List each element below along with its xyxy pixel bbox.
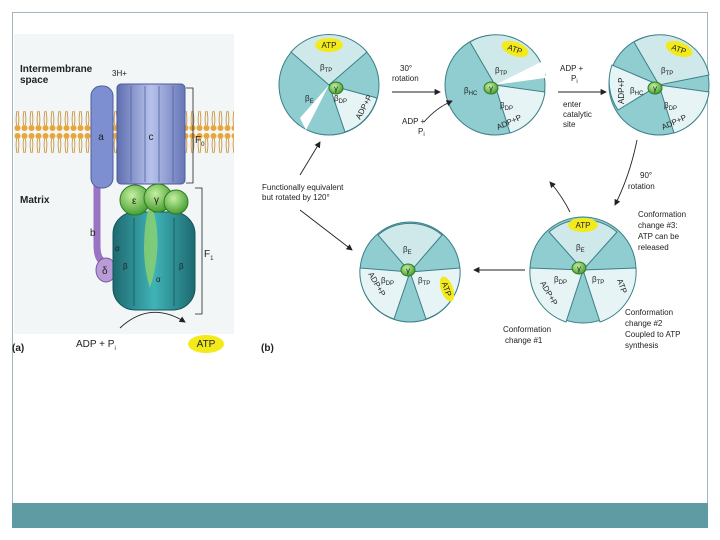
f1-state-3: ATP βTP βHC βDP ADP+P ADP+P γ (608, 34, 710, 136)
adp-pi-label: ADP + Pi (76, 339, 116, 352)
svg-text:βTP: βTP (495, 66, 507, 77)
svg-text:γ: γ (334, 84, 338, 93)
arrow-equivalent-up (299, 141, 321, 176)
synthesis-arrow (119, 311, 186, 329)
arrow-adp-in (423, 100, 453, 123)
svg-text:βHC: βHC (464, 86, 478, 97)
f0-label: F0 (195, 135, 205, 148)
svg-text:synthesis: synthesis (625, 341, 658, 350)
f1-label: F1 (204, 249, 214, 262)
svg-text:released: released (638, 243, 669, 252)
label-gamma: γ (154, 195, 159, 206)
f1-state-2: ATP βTP βHC βDP ADP+P γ (444, 34, 546, 136)
svg-text:Pi: Pi (571, 74, 578, 85)
adp-in-label: ADP + (402, 117, 426, 126)
intermembrane-label: Intermembrane (20, 64, 93, 75)
a-subunit (90, 85, 114, 189)
label-c: c (149, 132, 154, 143)
atp-product-label: ATP (197, 339, 216, 350)
panel-b-label: (b) (261, 343, 274, 354)
panel-a-label: (a) (12, 343, 24, 354)
svg-text:ATP can be: ATP can be (638, 232, 680, 241)
svg-text:βE: βE (403, 245, 412, 256)
label-beta-2: β (179, 262, 184, 271)
label-alpha-1: α (115, 244, 120, 253)
svg-text:Coupled to ATP: Coupled to ATP (625, 330, 680, 339)
label-a: a (98, 132, 104, 143)
svg-text:catalytic: catalytic (563, 110, 592, 119)
svg-text:βDP: βDP (554, 275, 567, 286)
svg-text:βDP: βDP (664, 101, 677, 112)
svg-text:βE: βE (576, 243, 585, 254)
intermembrane-label-2: space (20, 75, 49, 86)
svg-text:βE: βE (305, 94, 314, 105)
svg-text:but rotated by 120°: but rotated by 120° (262, 193, 330, 202)
arrow-equivalent-down (299, 209, 353, 251)
matrix-label: Matrix (20, 195, 50, 206)
label-b: b (90, 228, 96, 239)
svg-text:γ: γ (577, 264, 581, 273)
arrow-atp-release (549, 181, 571, 213)
svg-text:βTP: βTP (592, 275, 604, 286)
svg-text:rotation: rotation (628, 182, 655, 191)
f1-state-5: βE βDP βTP ADP+P ATP γ (359, 221, 461, 323)
adp-enter-label: ADP + (560, 64, 584, 73)
panel-a: Intermembrane space Matrix 3H+ a c b δ ε… (12, 34, 234, 354)
label-alpha-2: α (156, 275, 161, 284)
svg-text:γ: γ (489, 84, 493, 93)
svg-text:γ: γ (406, 266, 410, 275)
state4-atp: ATP (576, 221, 591, 230)
svg-text:βDP: βDP (334, 94, 347, 105)
svg-text:ADP+P: ADP+P (617, 78, 626, 104)
svg-text:βTP: βTP (418, 276, 430, 287)
svg-text:change #2: change #2 (625, 319, 663, 328)
arrow-rotation-90 (614, 139, 638, 206)
svg-text:rotation: rotation (392, 74, 419, 83)
panel-b: (b) ATP βTP βE βDP ADP+P γ ATP βTP βHC (261, 34, 710, 354)
svg-text:βHC: βHC (630, 86, 644, 97)
label-beta-1: β (123, 262, 128, 271)
c-ring (116, 83, 186, 185)
svg-text:change #3:: change #3: (638, 221, 678, 230)
conformation-2-label: Conformation (625, 308, 673, 317)
functionally-equivalent-label: Functionally equivalent (262, 183, 344, 192)
conformation-3-label: Conformation (638, 210, 686, 219)
label-delta: δ (102, 266, 108, 277)
protons-label: 3H+ (112, 69, 127, 78)
rotation-90-label: 90° (640, 171, 652, 180)
atp-product (188, 335, 224, 353)
conformation-1-label: Conformation (503, 325, 551, 334)
label-epsilon: ε (132, 196, 137, 207)
svg-text:site: site (563, 120, 576, 129)
state1-atp: ATP (322, 41, 337, 50)
gamma-shaft (144, 200, 158, 288)
svg-text:βTP: βTP (661, 66, 673, 77)
svg-text:βTP: βTP (320, 63, 332, 74)
svg-text:change #1: change #1 (505, 336, 543, 345)
svg-text:Pi: Pi (418, 127, 425, 138)
rotation-30-label: 30° (400, 64, 412, 73)
enter-site-label: enter (563, 100, 582, 109)
footer-bar (12, 503, 708, 528)
f1-state-1: ATP βTP βE βDP ADP+P γ (278, 34, 380, 136)
svg-text:γ: γ (653, 84, 657, 93)
f1-state-4: ATP βE βDP βTP ADP+P ATP γ (529, 216, 637, 324)
svg-text:βDP: βDP (381, 276, 394, 287)
svg-text:βDP: βDP (500, 101, 513, 112)
